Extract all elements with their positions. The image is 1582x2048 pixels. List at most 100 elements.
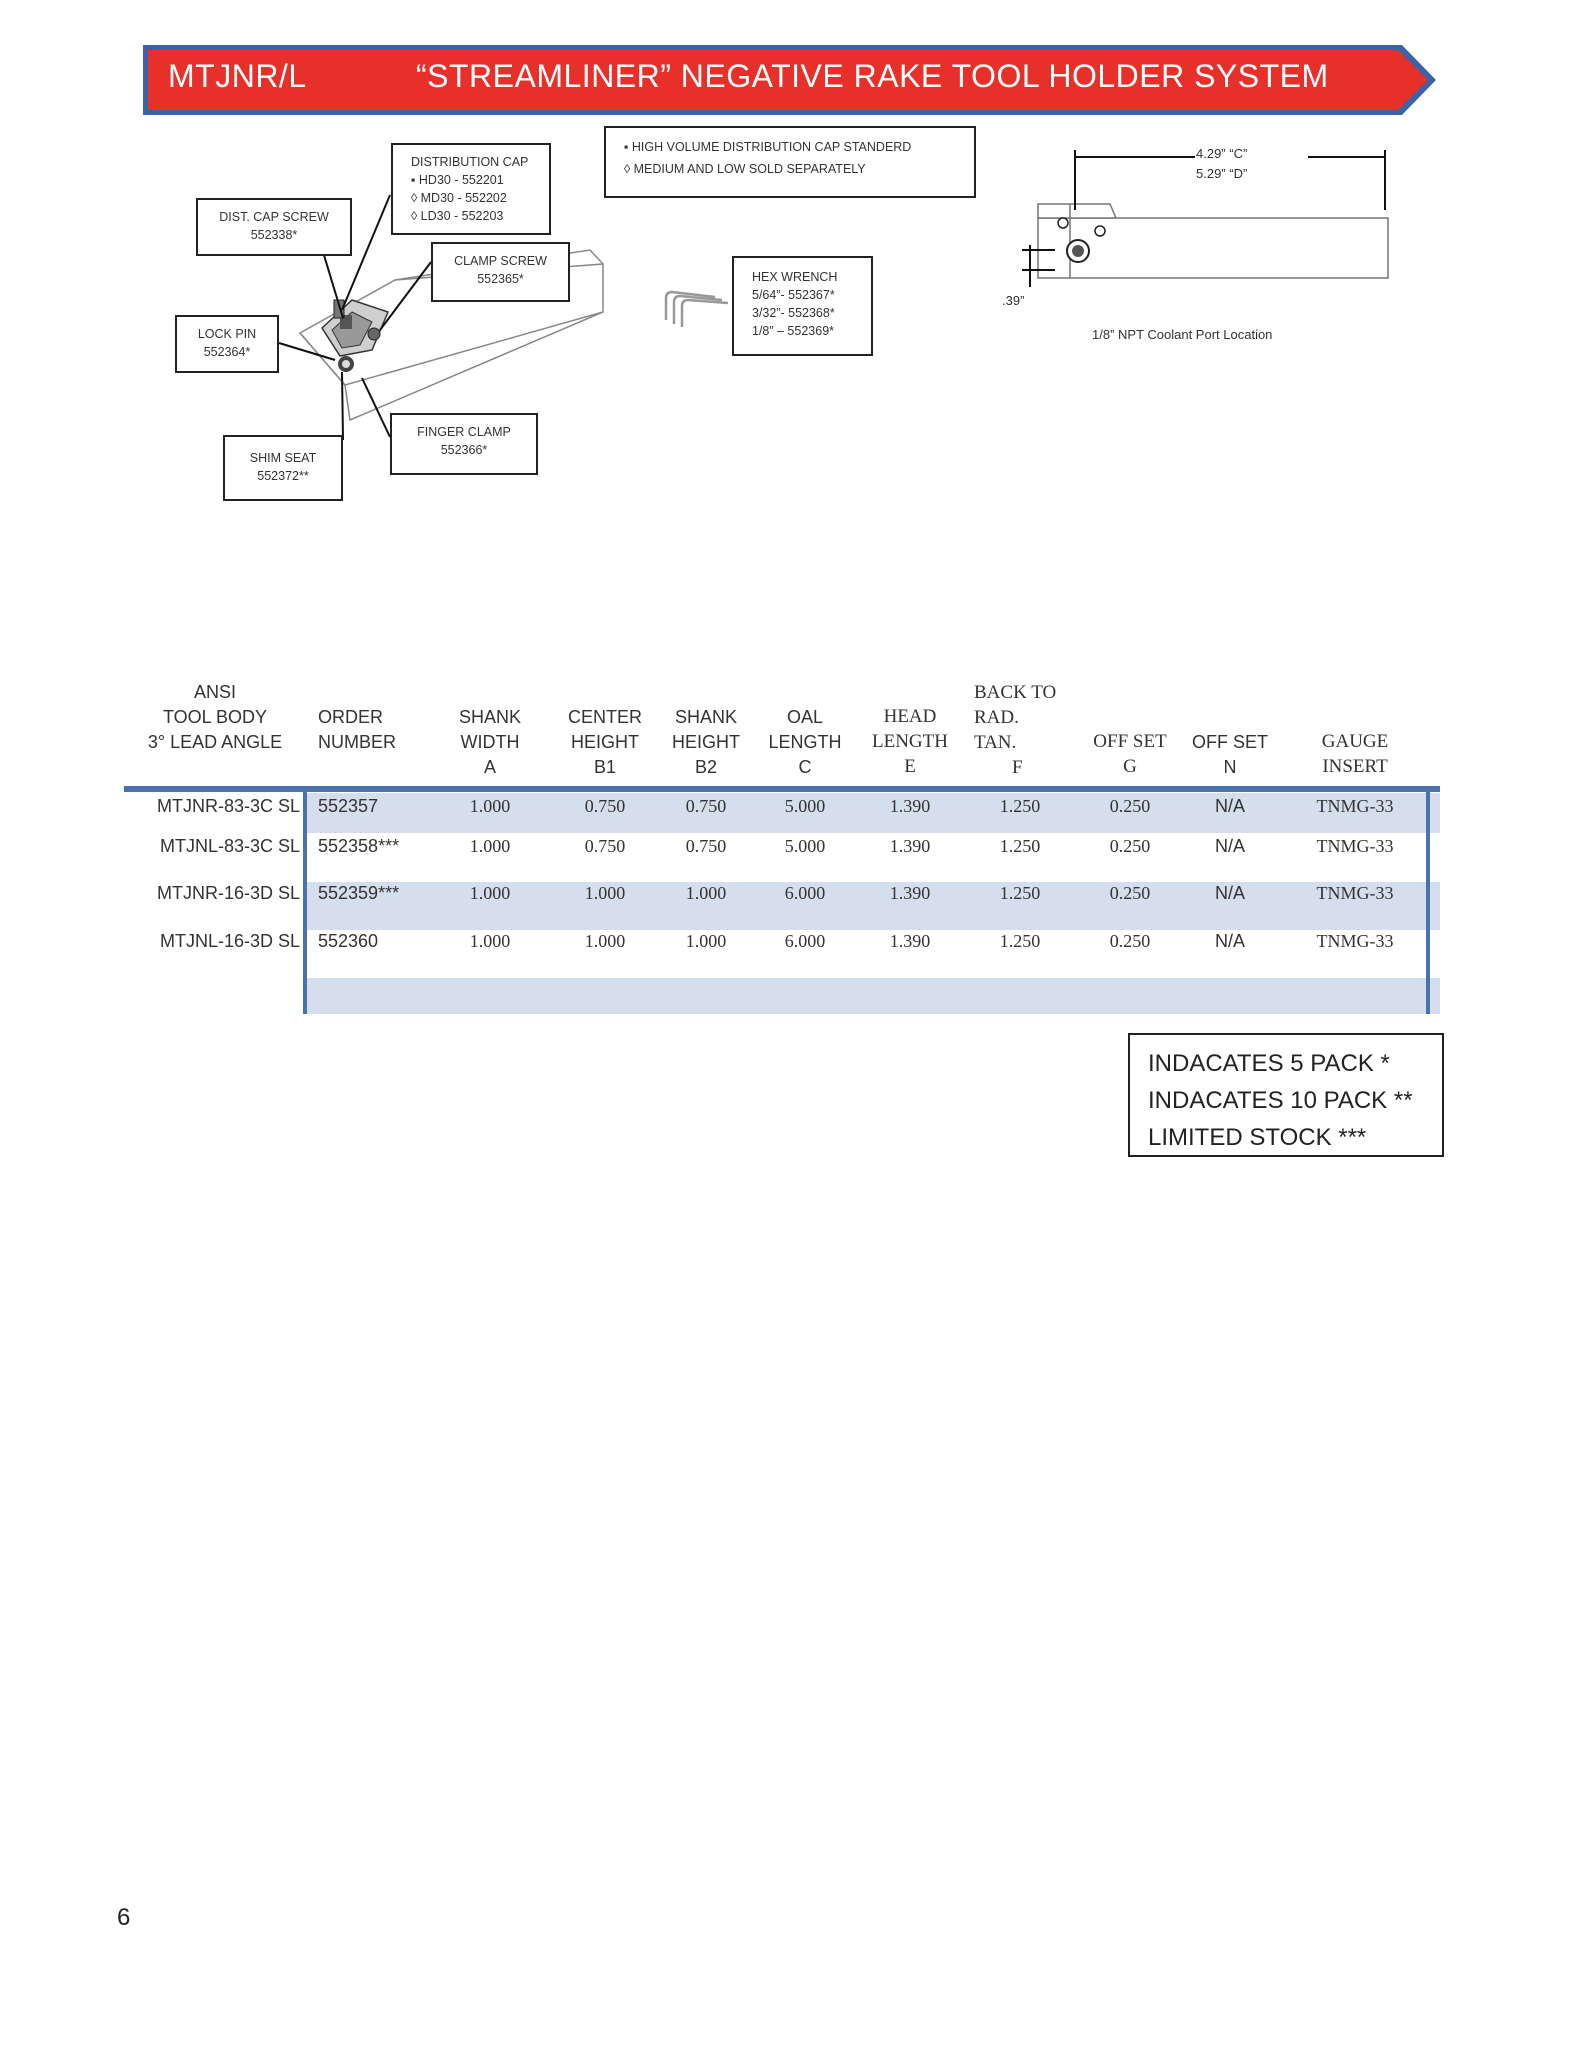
lock-pin-callout: LOCK PIN 552364* <box>175 315 279 373</box>
cell-offset-n: N/A <box>1214 883 1245 903</box>
lock-pin-code: 552364* <box>203 345 251 359</box>
table-header-rule <box>124 786 1440 792</box>
hex-wrench-title: HEX WRENCH <box>752 270 838 284</box>
hex-wrench-icon <box>664 290 729 327</box>
banner-arrow-shape <box>143 45 1436 115</box>
cell-shank-height: 0.750 <box>685 796 727 816</box>
pack-legend: INDACATES 5 PACK * INDACATES 10 PACK ** … <box>1128 1033 1444 1157</box>
coolant-port-caption: 1/8” NPT Coolant Port Location <box>1092 327 1273 342</box>
hex-wrench-3-32: 3/32”- 552368* <box>752 306 835 320</box>
cell-center-height: 1.000 <box>584 931 626 951</box>
cell-offset-n: N/A <box>1214 796 1245 816</box>
shim-seat-code: 552372** <box>257 469 309 483</box>
cell-oal-length: 5.000 <box>784 796 826 816</box>
cell-offset-n: N/A <box>1214 836 1245 856</box>
cell-order-number: 552357 <box>318 796 379 816</box>
table-right-border <box>1426 792 1430 1014</box>
cell-ansi: MTJNR-16-3D SL <box>156 883 300 903</box>
cell-offset-g: 0.250 <box>1109 836 1151 856</box>
coolant-port-icon <box>1057 217 1106 263</box>
cell-oal-length: 6.000 <box>784 883 826 903</box>
cell-offset-g: 0.250 <box>1109 931 1151 951</box>
banner-title: “STREAMLINER” NEGATIVE RAKE TOOL HOLDER … <box>416 58 1329 94</box>
clamp-screw-code: 552365* <box>477 272 524 286</box>
hex-wrench-1-8: 1/8” – 552369* <box>752 324 835 338</box>
cell-gauge-insert: TNMG-33 <box>1316 883 1394 903</box>
dimension-d-label: 5.29” “D” <box>1196 166 1248 181</box>
row-stripe-1 <box>307 793 1440 833</box>
cell-oal-length: 6.000 <box>784 931 826 951</box>
dist-cap-screw-title: DIST. CAP SCREW <box>219 210 329 224</box>
cell-head-length: 1.390 <box>889 836 931 856</box>
hex-wrench-5-64: 5/64”- 552367* <box>752 288 835 302</box>
note-line-1: ▪ HIGH VOLUME DISTRIBUTION CAP STANDERD <box>624 140 912 154</box>
cell-gauge-insert: TNMG-33 <box>1316 836 1394 856</box>
cell-offset-g: 0.250 <box>1109 796 1151 816</box>
cell-center-height: 0.750 <box>584 796 626 816</box>
legend-5-pack: INDACATES 5 PACK * <box>1148 1050 1390 1077</box>
row-stripe-3 <box>307 882 1440 930</box>
note-line-2: ◊ MEDIUM AND LOW SOLD SEPARATELY <box>624 162 866 176</box>
cell-shank-width: 1.000 <box>469 796 511 816</box>
legend-10-pack: INDACATES 10 PACK ** <box>1148 1087 1413 1114</box>
table-left-border <box>303 792 307 1014</box>
cell-order-number: 552360 <box>318 931 379 951</box>
cell-shank-width: 1.000 <box>469 836 511 856</box>
cell-back-to-rad: 1.250 <box>999 931 1041 951</box>
cell-order-number: 552358*** <box>318 836 400 856</box>
lock-pin-title: LOCK PIN <box>197 327 257 341</box>
dimension-drawing <box>1037 203 1389 279</box>
dist-cap-screw-callout: DIST. CAP SCREW 552338* <box>196 198 352 256</box>
clamp-screw-title: CLAMP SCREW <box>454 254 547 268</box>
cell-shank-height: 1.000 <box>685 931 727 951</box>
cell-ansi: MTJNR-83-3C SL <box>156 796 300 816</box>
shim-seat-title: SHIM SEAT <box>249 451 317 465</box>
hex-wrench-callout: HEX WRENCH 5/64”- 552367* 3/32”- 552368*… <box>732 256 873 356</box>
cell-gauge-insert: TNMG-33 <box>1316 931 1394 951</box>
distribution-cap-hd30: ▪ HD30 - 552201 <box>411 173 504 187</box>
cell-back-to-rad: 1.250 <box>999 883 1041 903</box>
cell-head-length: 1.390 <box>889 883 931 903</box>
dimension-small-label: .39” <box>1002 293 1025 308</box>
distribution-cap-md30: ◊ MD30 - 552202 <box>411 191 507 205</box>
cell-offset-g: 0.250 <box>1109 883 1151 903</box>
distribution-cap-note: ▪ HIGH VOLUME DISTRIBUTION CAP STANDERD … <box>604 126 976 198</box>
dimension-c-label: 4.29” “C” <box>1196 146 1248 161</box>
page-number: 6 <box>117 1904 131 1931</box>
cell-order-number: 552359*** <box>318 883 400 903</box>
cell-shank-width: 1.000 <box>469 883 511 903</box>
table-footer-stripe <box>307 978 1440 1014</box>
cell-ansi: MTJNL-83-3C SL <box>159 836 300 856</box>
finger-clamp-code: 552366* <box>440 443 488 457</box>
distribution-cap-callout: DISTRIBUTION CAP ▪ HD30 - 552201 ◊ MD30 … <box>391 143 551 235</box>
cell-gauge-insert: TNMG-33 <box>1316 796 1394 816</box>
distribution-cap-ld30: ◊ LD30 - 552203 <box>411 209 504 223</box>
legend-limited-stock: LIMITED STOCK *** <box>1148 1124 1367 1151</box>
cell-head-length: 1.390 <box>889 931 931 951</box>
insert-head-drawing <box>321 299 390 372</box>
cell-back-to-rad: 1.250 <box>999 836 1041 856</box>
cell-oal-length: 5.000 <box>784 836 826 856</box>
banner-code: MTJNR/L <box>168 58 307 94</box>
cell-head-length: 1.390 <box>889 796 931 816</box>
cell-shank-height: 1.000 <box>685 883 727 903</box>
finger-clamp-title: FINGER CLAMP <box>417 425 511 439</box>
shim-seat-callout: SHIM SEAT 552372** <box>223 435 343 501</box>
cell-back-to-rad: 1.250 <box>999 796 1041 816</box>
cell-center-height: 0.750 <box>584 836 626 856</box>
finger-clamp-callout: FINGER CLAMP 552366* <box>390 413 538 475</box>
cell-shank-width: 1.000 <box>469 931 511 951</box>
cell-ansi: MTJNL-16-3D SL <box>159 931 300 951</box>
dist-cap-screw-code: 552338* <box>250 228 298 242</box>
distribution-cap-title: DISTRIBUTION CAP <box>411 155 529 169</box>
